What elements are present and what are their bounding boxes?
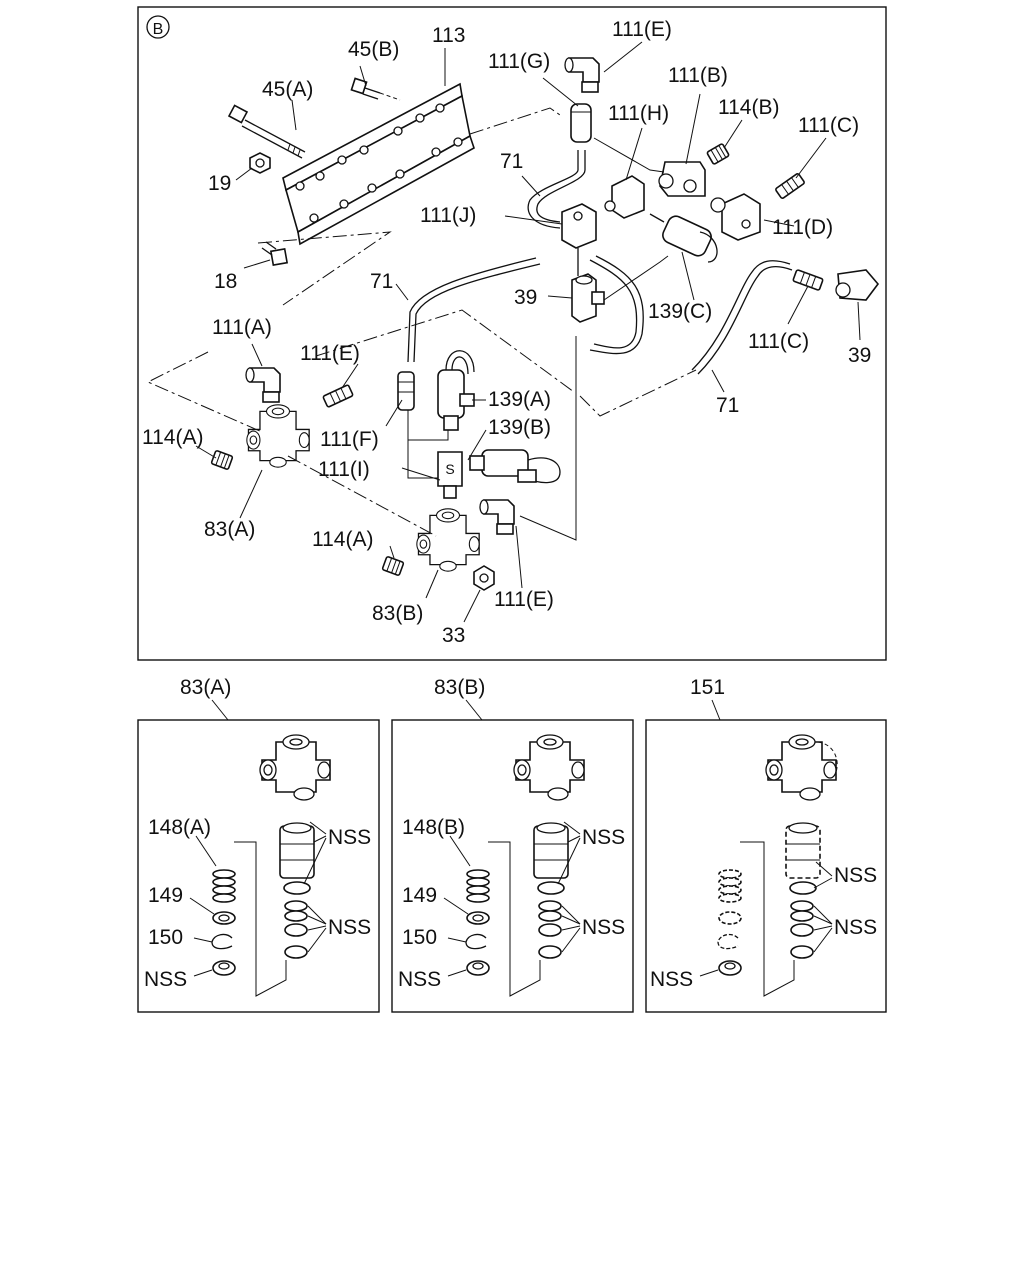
label-45a: 45(A) <box>262 78 313 101</box>
elbow-fitting-111e-top <box>564 57 600 93</box>
detail-panel-151: 151 NSS NSS NSS <box>645 676 887 1013</box>
label-111i: 111(I) <box>318 458 370 481</box>
label-111e-bot: 111(E) <box>494 588 554 611</box>
label-148a: 148(A) <box>148 816 211 839</box>
tee-39-left <box>571 273 605 323</box>
seal-stack <box>284 900 308 959</box>
label-nss-upper-b: NSS <box>582 826 625 849</box>
label-nss-upper-151: NSS <box>834 864 877 887</box>
routing-lines <box>146 309 697 541</box>
spring <box>212 869 236 903</box>
label-139a: 139(A) <box>488 388 551 411</box>
label-33: 33 <box>442 624 465 647</box>
label-nss-lower-b: NSS <box>582 916 625 939</box>
label-150-a: 150 <box>148 926 183 949</box>
view-marker: B <box>153 21 164 38</box>
tube-connector-111f <box>397 371 415 411</box>
bracket-113 <box>282 82 475 246</box>
connector-111c-top <box>774 172 806 200</box>
label-45b: 45(B) <box>348 38 399 61</box>
panel-title-83a: 83(A) <box>180 676 231 699</box>
label-149-a: 149 <box>148 884 183 907</box>
label-71-mid: 71 <box>370 270 393 293</box>
label-111b: 111(B) <box>668 64 728 87</box>
label-39-right: 39 <box>848 344 871 367</box>
label-111e-mid: 111(E) <box>300 342 360 365</box>
label-nss-lower-a: NSS <box>328 916 371 939</box>
label-111h: 111(H) <box>608 102 669 125</box>
label-150-b: 150 <box>402 926 437 949</box>
label-114a-bot: 114(A) <box>312 528 373 551</box>
switch-139b <box>469 449 561 484</box>
block-fitting-111i: S <box>437 451 463 499</box>
label-nss-upper-a: NSS <box>328 826 371 849</box>
piston <box>279 822 315 895</box>
label-83a: 83(A) <box>204 518 255 541</box>
label-111f: 111(F) <box>320 428 379 451</box>
label-nss-cap-a: NSS <box>144 968 187 991</box>
label-nss-lower-151: NSS <box>834 916 877 939</box>
switch-139a <box>437 350 475 431</box>
label-149-b: 149 <box>402 884 437 907</box>
main-view-frame <box>137 6 887 661</box>
block-fitting-111d <box>710 193 761 241</box>
label-18: 18 <box>214 270 237 293</box>
label-111g: 111(G) <box>488 50 550 73</box>
elbow-39-right <box>835 269 880 301</box>
plug-114a-bot <box>381 555 405 577</box>
label-111c-top: 111(C) <box>798 114 859 137</box>
valve-body-83b <box>416 508 480 572</box>
label-111j: 111(J) <box>420 204 476 227</box>
bolt-45a <box>227 104 306 159</box>
connector-111c-bot <box>791 268 825 292</box>
block-fitting-111h <box>604 175 645 219</box>
leader-lines-lower <box>195 343 523 623</box>
label-148b: 148(B) <box>402 816 465 839</box>
elbow-fitting-111a <box>245 367 281 403</box>
label-111e-top: 111(E) <box>612 18 672 41</box>
label-111a: 111(A) <box>212 316 272 339</box>
label-71-top: 71 <box>500 150 523 173</box>
nipple-114b <box>705 142 731 166</box>
label-139b: 139(B) <box>488 416 551 439</box>
leader-lines <box>235 41 861 393</box>
switch-139c <box>649 213 718 263</box>
label-114a-top: 114(A) <box>142 426 203 449</box>
detail-panel-83b: 83(B) 148(B) 149 150 <box>391 676 634 1013</box>
label-39-left: 39 <box>514 286 537 309</box>
label-114b: 114(B) <box>718 96 779 119</box>
clip <box>211 933 233 950</box>
view-marker-circle <box>146 15 170 39</box>
label-111c-bot: 111(C) <box>748 330 809 353</box>
detail-panel-83a: 83(A) <box>137 676 380 1013</box>
pipes-71 <box>407 150 793 375</box>
label-nss-cap-b: NSS <box>398 968 441 991</box>
svg-text:S: S <box>445 461 454 477</box>
connector-111e-mid <box>321 383 355 409</box>
label-19: 19 <box>208 172 231 195</box>
label-nss-cap-151: NSS <box>650 968 693 991</box>
tube-nut-111g <box>570 103 592 143</box>
panel-title-151: 151 <box>690 676 725 699</box>
nut-19 <box>249 152 271 174</box>
plug-114a-top <box>210 449 234 471</box>
label-139c: 139(C) <box>648 300 712 323</box>
bolt-18 <box>261 241 289 267</box>
valve-body-83a <box>246 404 310 468</box>
label-113: 113 <box>432 24 465 47</box>
block-fitting-111j <box>561 203 597 249</box>
cross-fitting-111b <box>658 161 706 197</box>
panel-title-83b: 83(B) <box>434 676 485 699</box>
elbow-fitting-111e-bot <box>479 499 515 535</box>
nut-33 <box>473 565 495 591</box>
label-111d: 111(D) <box>772 216 833 239</box>
label-71-bot: 71 <box>716 394 739 417</box>
label-83b: 83(B) <box>372 602 423 625</box>
bolt-45b <box>350 77 401 101</box>
